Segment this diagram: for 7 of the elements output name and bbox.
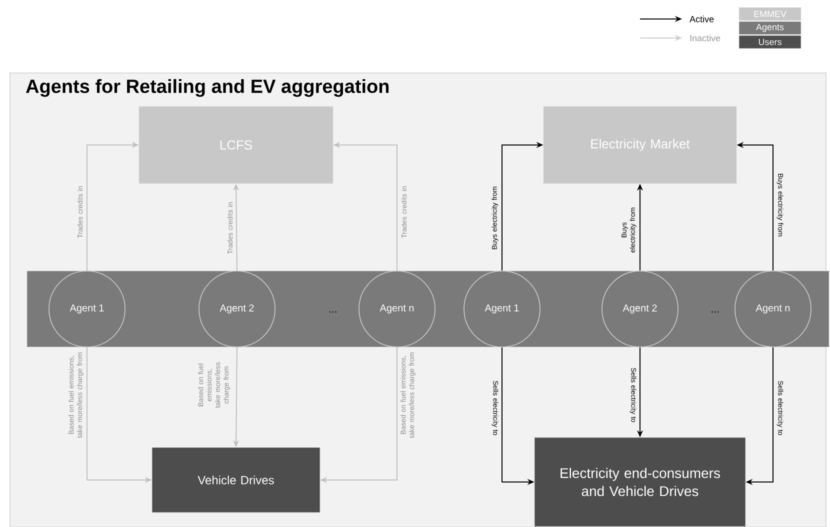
ellipsis: ... (712, 311, 718, 313)
title: Agents for Retailing and EV aggregation (26, 79, 389, 97)
process-box: Vehicle Drives (152, 447, 320, 513)
legend-label: Inactive (690, 34, 720, 42)
process-box: Electricity end-consumers and Vehicle Drives (534, 437, 746, 527)
legend-label: Active (690, 16, 714, 22)
ellipsis: ... (330, 311, 336, 313)
